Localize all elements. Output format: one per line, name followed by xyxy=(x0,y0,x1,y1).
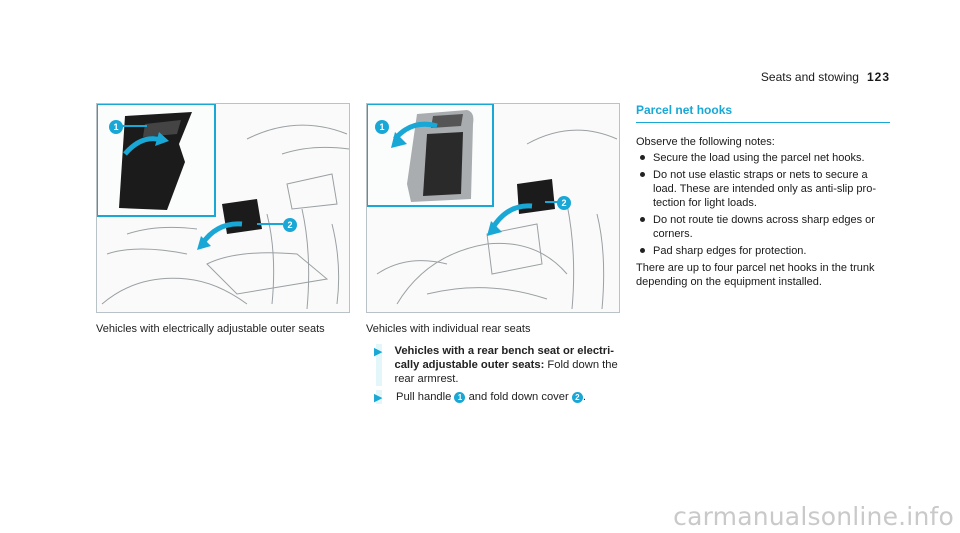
section-outro: There are up to four parcel net hooks in… xyxy=(636,262,875,288)
figure-caption-1: Vehicles with electrically adjustable ou… xyxy=(96,323,325,335)
step-bar xyxy=(376,390,382,404)
section-heading: Parcel net hooks xyxy=(636,103,890,123)
step-condition: Vehicles with a rear bench seat or elect… xyxy=(394,345,614,371)
callout-marker-1: 1 xyxy=(109,120,123,134)
step-action: Fold down the rear armrest. xyxy=(394,359,618,385)
parcel-net-hooks-section: Parcel net hooks Observe the following n… xyxy=(636,103,890,289)
list-item: Secure the load using the parcel net hoo… xyxy=(636,151,890,165)
list-item: Pad sharp edges for protection. xyxy=(636,244,890,258)
bullet-icon xyxy=(640,155,645,160)
section-intro: Observe the following notes: xyxy=(636,136,775,148)
list-item: Do not use elastic straps or nets to sec… xyxy=(636,168,890,210)
callout-marker-2: 2 xyxy=(283,218,297,232)
step-text: Vehicles with a rear bench seat or elect… xyxy=(394,344,618,386)
bullet-icon xyxy=(640,248,645,253)
step-text-part: . xyxy=(582,391,586,403)
armrest-illustration-1 xyxy=(97,104,349,310)
step-text-part: Pull handle xyxy=(396,391,455,403)
bullet-icon xyxy=(640,217,645,222)
instruction-step-2: ▶ Pull handle 1 and fold down cover 2. xyxy=(366,390,618,404)
section-title: Seats and stowing xyxy=(760,70,859,84)
callout-marker-1: 1 xyxy=(375,120,389,134)
bullet-text: Do not use elastic straps or nets to sec… xyxy=(653,169,876,209)
step-bar xyxy=(376,344,382,386)
armrest-illustration-2 xyxy=(367,104,618,310)
step-arrow-icon: ▶ xyxy=(374,346,383,358)
page-number: 123 xyxy=(866,70,890,84)
figure-electric-seats: 1 2 xyxy=(96,103,350,313)
bullet-text: Secure the load using the parcel net hoo… xyxy=(653,152,865,164)
bullet-text: Pad sharp edges for protection. xyxy=(653,245,807,257)
step-text-part: and fold down cover xyxy=(465,391,572,403)
figure-caption-2: Vehicles with individual rear seats xyxy=(366,323,531,335)
inline-marker-1: 1 xyxy=(454,391,466,403)
callout-marker-2: 2 xyxy=(557,196,571,210)
step-arrow-icon: ▶ xyxy=(374,392,383,404)
page-header: Seats and stowing 123 xyxy=(761,70,890,84)
bullet-icon xyxy=(640,172,645,177)
list-item: Do not route tie downs across sharp edge… xyxy=(636,213,890,241)
notes-list: Secure the load using the parcel net hoo… xyxy=(636,151,890,258)
figure-individual-seats: 1 2 xyxy=(366,103,620,313)
bullet-text: Do not route tie downs across sharp edge… xyxy=(653,214,875,240)
instruction-step-1: ▶ Vehicles with a rear bench seat or ele… xyxy=(366,344,618,386)
watermark: carmanualsonline.info xyxy=(673,502,954,531)
inline-marker-2: 2 xyxy=(571,391,583,403)
step-text: Pull handle 1 and fold down cover 2. xyxy=(396,390,586,404)
